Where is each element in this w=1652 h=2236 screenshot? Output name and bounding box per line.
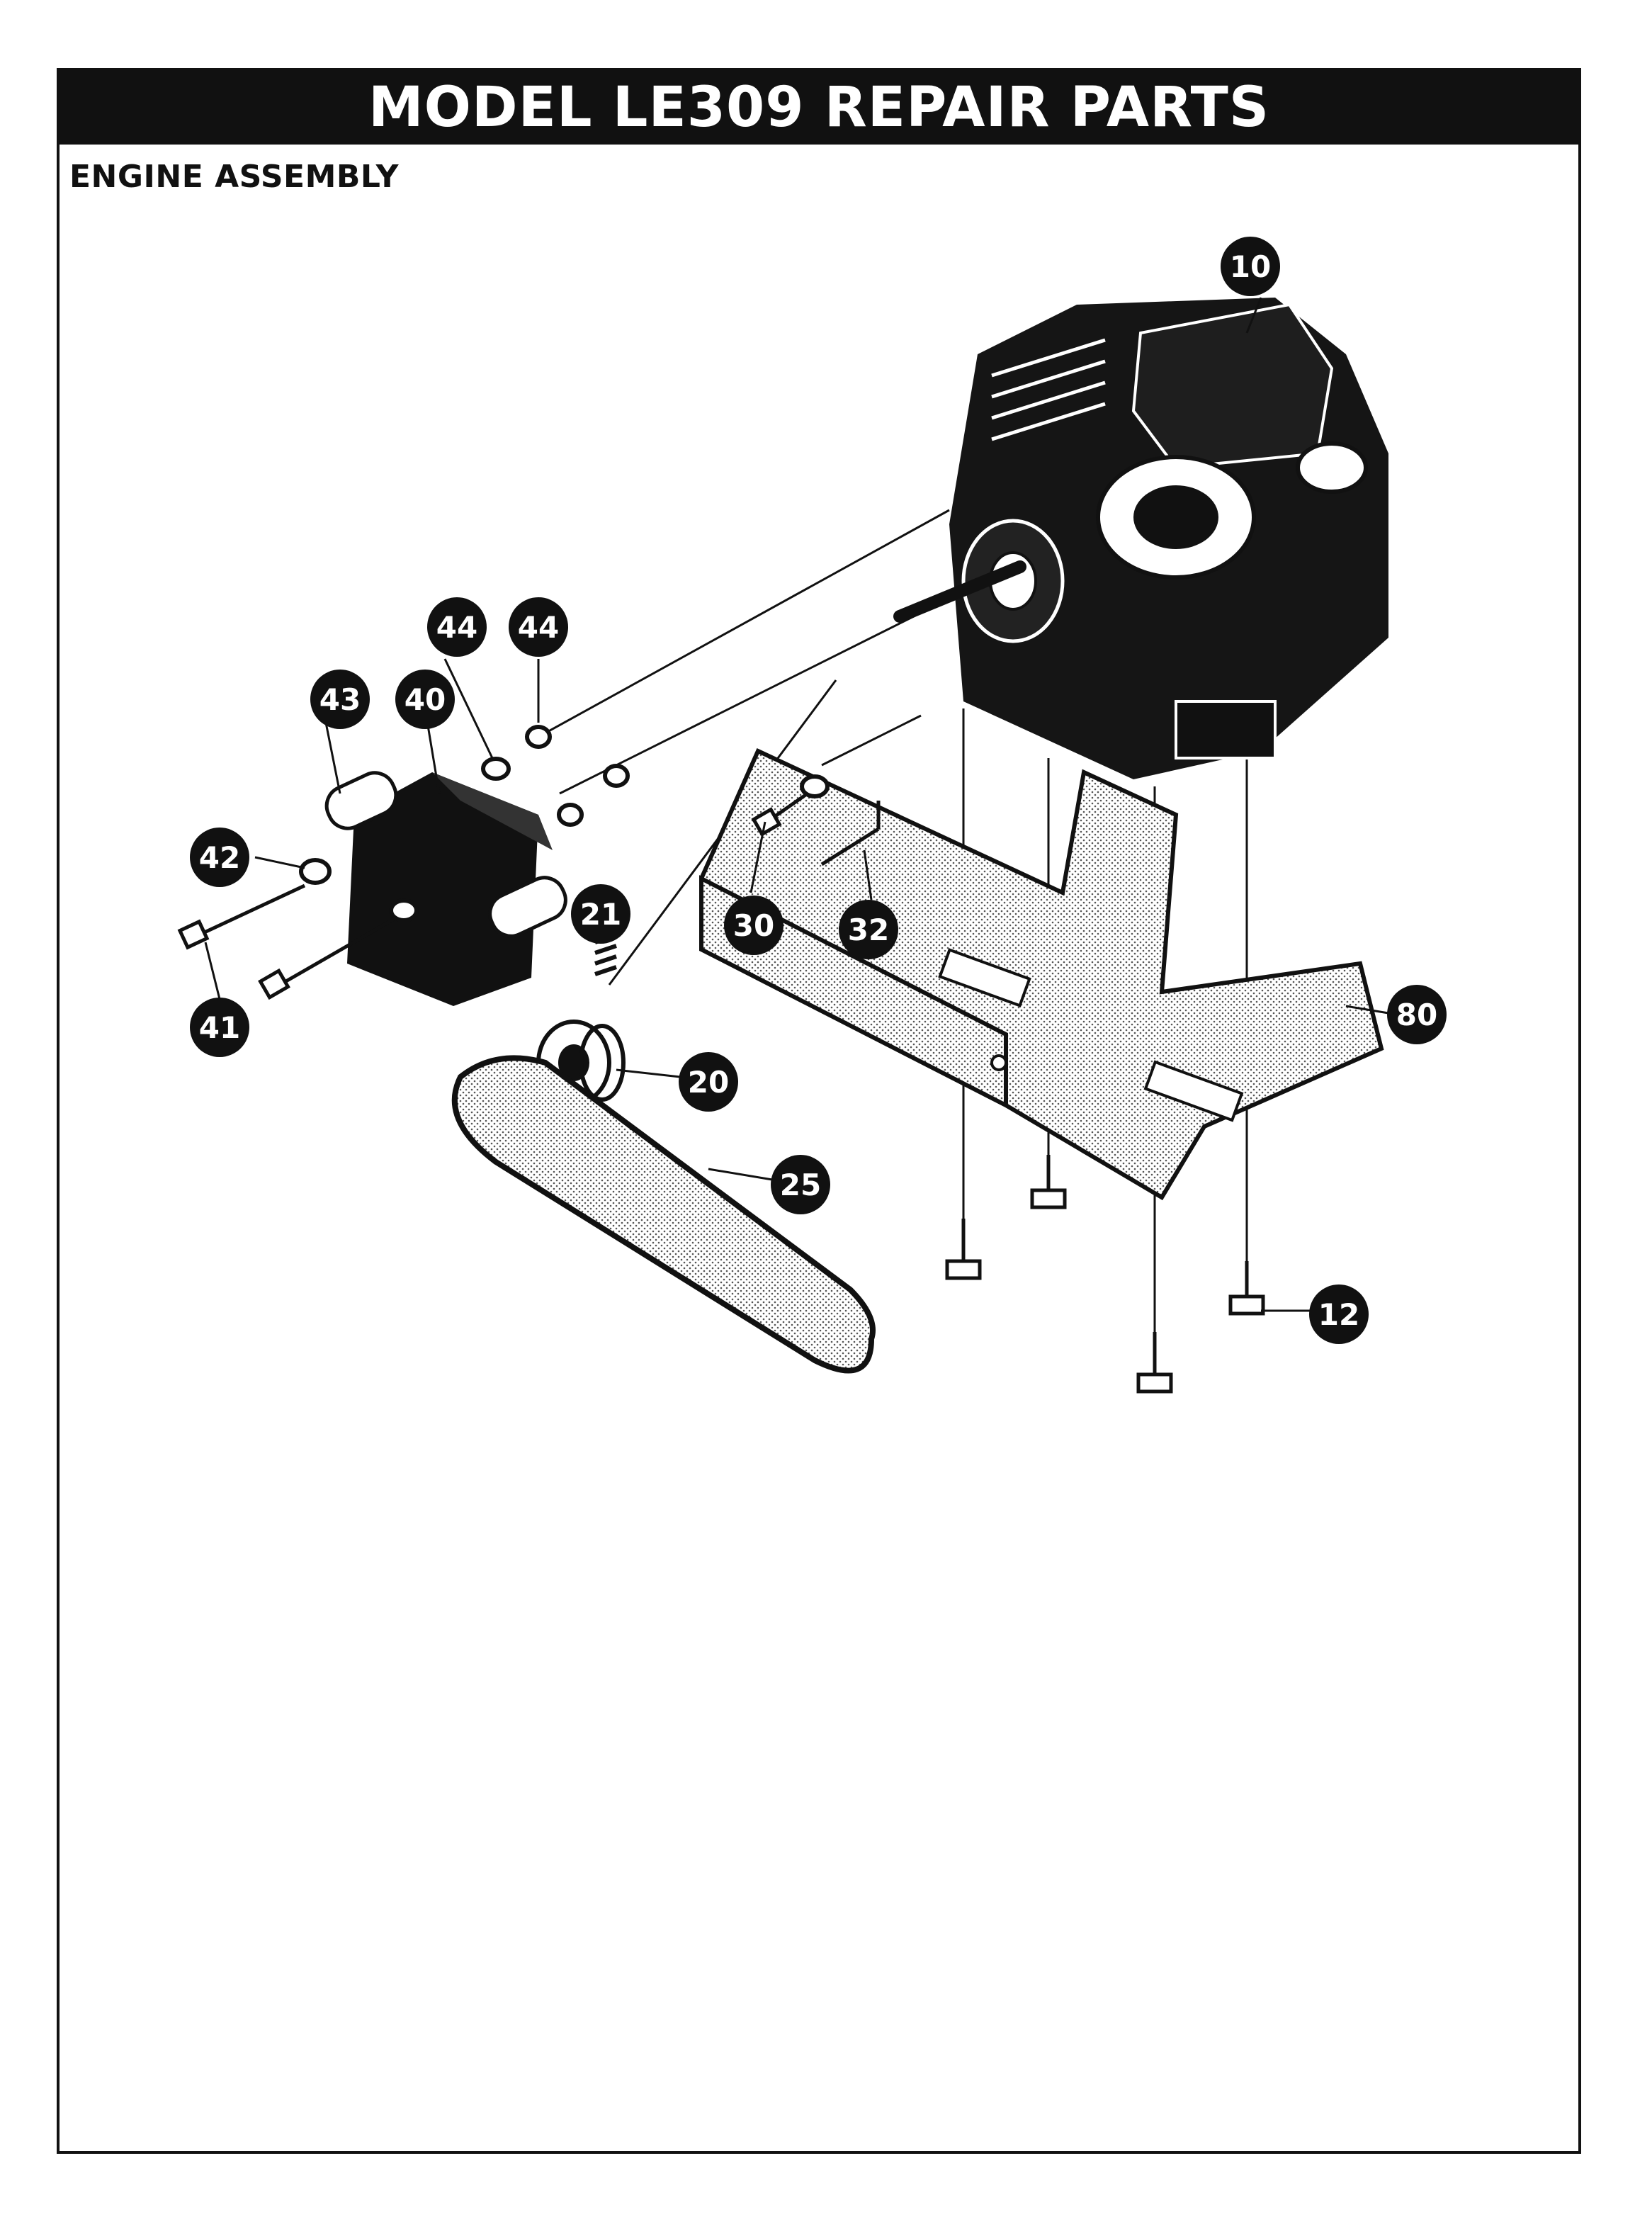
callout-32: 32 [839,900,898,959]
page-frame: MODEL LE309 REPAIR PARTS ENGINE ASSEMBLY [57,68,1581,2154]
callout-label: 25 [780,1168,821,1202]
callout-label: 44 [518,610,559,645]
callout-21: 21 [571,884,630,944]
callout-label: 40 [404,682,446,717]
callout-label: 80 [1396,998,1437,1032]
callout-20: 20 [679,1052,738,1112]
callout-40: 40 [395,670,455,729]
callout-label: 12 [1318,1297,1359,1332]
callout-label: 21 [580,897,621,932]
callout-label: 41 [199,1010,240,1045]
callout-label: 43 [319,682,361,717]
callout-42: 42 [190,828,249,887]
engine [949,298,1388,779]
callout-44-right: 44 [509,597,568,657]
title-banner: MODEL LE309 REPAIR PARTS [60,71,1578,145]
callout-80: 80 [1387,985,1447,1044]
bracket-assembly [324,771,567,1006]
callout-10: 10 [1221,237,1280,296]
callout-label: 32 [848,913,889,947]
callout-label: 10 [1230,249,1271,284]
callout-30: 30 [724,896,783,955]
crankshaft [893,560,1026,623]
v-belt [451,1055,876,1374]
callout-label: 44 [436,610,477,645]
callout-label: 42 [199,840,240,875]
section-title: ENGINE ASSEMBLY [69,159,399,195]
banner-title: MODEL LE309 REPAIR PARTS [368,76,1270,140]
callout-44-left: 44 [427,597,487,657]
callout-43: 43 [310,670,370,729]
washers [299,725,830,922]
callout-label: 30 [733,908,774,943]
mounting-frame [699,747,1384,1201]
bolts [177,791,1265,1394]
callout-label: 20 [688,1065,729,1100]
callout-12: 12 [1309,1284,1369,1344]
callout-41: 41 [190,998,249,1057]
callout-25: 25 [771,1155,830,1214]
